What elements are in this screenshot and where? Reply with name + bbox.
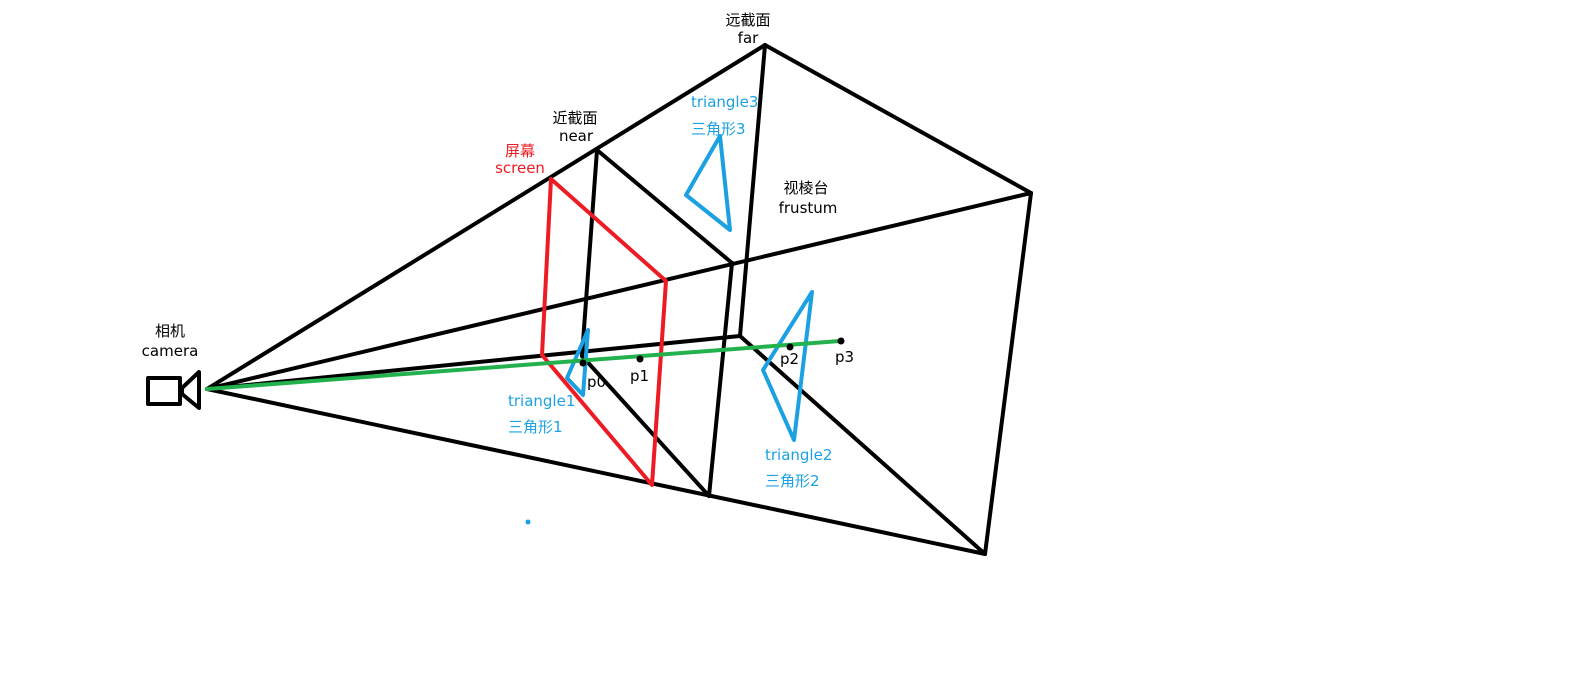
triangle2-shape: [761, 290, 814, 442]
screen-label-en: screen: [495, 159, 545, 177]
far-plane: [738, 43, 1033, 556]
video-camera-icon: [146, 370, 201, 410]
triangle1-label-en: triangle1: [508, 392, 575, 410]
edge-top-right: [205, 191, 1033, 391]
near-label-cn: 近截面: [552, 109, 597, 127]
triangle1-label-cn: 三角形1: [508, 418, 563, 436]
triangle3-shape: [684, 134, 732, 232]
p0-label: p0: [587, 373, 606, 391]
edge-bottom-left: [205, 334, 742, 391]
screen-label-cn: 屏幕: [505, 142, 535, 160]
point-p2: [786, 343, 794, 351]
p3-label: p3: [835, 348, 854, 366]
ray-points: [579, 337, 845, 367]
near-plane: [580, 148, 734, 498]
triangle3-label-cn: 三角形3: [691, 120, 746, 138]
camera-label-cn: 相机: [155, 322, 185, 340]
stray-dot: [525, 519, 531, 525]
triangle2-label-en: triangle2: [765, 446, 832, 464]
edge-bottom-right: [205, 387, 987, 556]
screen-plane: [540, 177, 668, 487]
p1-label: p1: [630, 367, 649, 385]
triangle3-label-en: triangle3: [691, 93, 758, 111]
frustum-edges: [205, 43, 1033, 556]
point-p1: [636, 355, 644, 363]
edge-top-left: [205, 43, 767, 391]
camera-label-en: camera: [142, 342, 199, 360]
far-label-cn: 远截面: [725, 11, 770, 29]
far-label-en: far: [738, 29, 759, 47]
triangle2-label-cn: 三角形2: [765, 472, 820, 490]
frustum-label-cn: 视棱台: [783, 179, 828, 197]
view-ray: [205, 339, 842, 391]
near-label-en: near: [559, 127, 594, 145]
point-p0: [579, 359, 587, 367]
frustum-label-en: frustum: [779, 199, 838, 217]
p2-label: p2: [780, 350, 799, 368]
point-p3: [837, 337, 845, 345]
